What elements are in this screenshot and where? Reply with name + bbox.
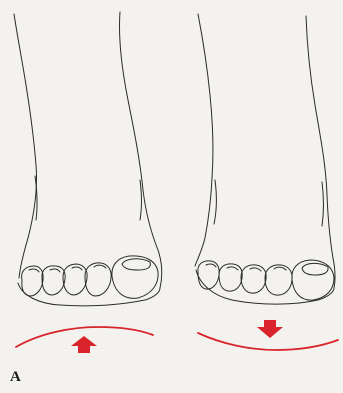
right-foot-toe-4: [265, 265, 292, 295]
left-foot-toe-4-nail: [94, 265, 106, 268]
left-foot-big-toe-nail: [122, 259, 150, 270]
right-foot-ankle-line: [214, 180, 216, 224]
right-foot-leg-left-line: [195, 14, 213, 266]
right-foot-toe-2-nail: [227, 267, 238, 270]
left-foot-toe-4: [85, 263, 111, 296]
right-foot-leg-right-line: [306, 16, 335, 288]
right-foot-ankle-right-line: [322, 182, 324, 226]
left-foot-toe-2: [42, 266, 65, 295]
right-foot-toe-1-nail: [206, 264, 216, 267]
left-foot-toe-3-nail: [72, 267, 82, 270]
left-foot: [14, 12, 162, 347]
arrow-down-icon: [257, 320, 283, 338]
left-foot-sole-line: [18, 283, 160, 306]
left-foot-toe-3: [63, 264, 87, 295]
right-foot: [195, 14, 338, 350]
right-foot-big-toe: [292, 260, 334, 300]
right-foot-toe-3-nail: [250, 268, 261, 271]
left-foot-big-toe: [112, 256, 158, 298]
left-foot-leg-right-line: [119, 12, 161, 288]
right-foot-toe-1: [198, 261, 219, 289]
left-foot-toe-2-nail: [50, 269, 60, 272]
left-foot-leg-left-line: [14, 14, 37, 278]
arrow-up-icon: [71, 336, 97, 353]
right-foot-big-toe-nail: [302, 263, 328, 275]
right-foot-toe-3: [241, 265, 266, 293]
left-foot-toe-1: [22, 266, 44, 296]
left-foot-ankle-right-line: [140, 180, 142, 220]
right-foot-toe-4-nail: [274, 267, 286, 270]
right-foot-toe-2: [219, 264, 242, 291]
left-foot-toe-1-nail: [29, 269, 39, 272]
panel-label: A: [10, 370, 21, 385]
